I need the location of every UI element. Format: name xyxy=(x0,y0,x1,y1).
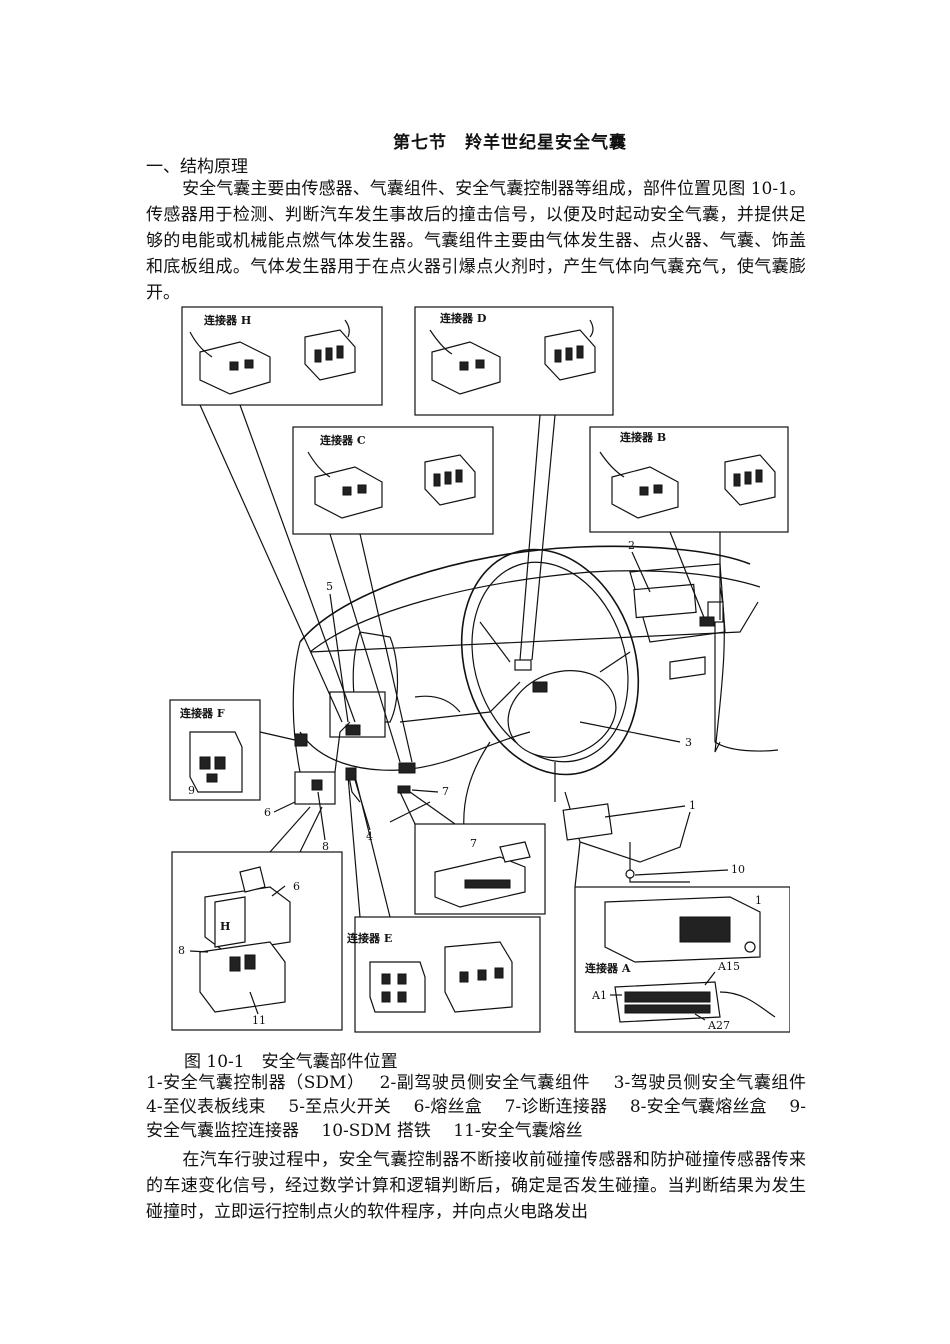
pin-label-a15: A15 xyxy=(717,960,740,973)
figure-caption: 图 10-1 安全气囊部件位置 xyxy=(184,1052,398,1072)
svg-text:H: H xyxy=(220,920,230,933)
diagnostic-connector-callout: 7 xyxy=(399,791,546,915)
callout-1b: 1 xyxy=(755,894,762,907)
callout-8: 8 xyxy=(322,840,329,853)
figure-legend: 1-安全气囊控制器（SDM） 2-副驾驶员侧安全气囊组件 3-驾驶员侧安全气囊组… xyxy=(146,1073,829,1141)
subsection-heading: 一、结构原理 xyxy=(146,157,248,177)
callout-2: 2 xyxy=(628,539,635,552)
connector-d-label: 连接器 D xyxy=(440,311,487,325)
paragraph-structure: 安全气囊主要由传感器、气囊组件、安全气囊控制器等组成，部件位置见图 10-1。传… xyxy=(146,176,806,306)
callout-1: 1 xyxy=(689,799,696,812)
pin-label-a27: A27 xyxy=(707,1019,730,1032)
callout-9: 9 xyxy=(188,784,195,797)
connector-h-callout: 连接器 H xyxy=(181,306,383,723)
connector-a-label: 连接器 A xyxy=(585,961,631,975)
airbag-component-diagram: 连接器 H 连接器 D xyxy=(160,302,791,1037)
connector-c-callout: 连接器 C xyxy=(292,426,494,763)
callout-6: 6 xyxy=(264,806,271,819)
callout-4: 4 xyxy=(366,830,373,843)
connector-h-label: 连接器 H xyxy=(204,313,251,327)
callout-11: 11 xyxy=(252,1014,266,1027)
main-callouts: 2 5 3 1 10 7 4 6 8 xyxy=(264,539,745,876)
sdm-connector-a-callout: 1 连接器 A A15 A1 A27 xyxy=(574,841,791,1033)
dashboard-drawing xyxy=(292,545,779,883)
section-title: 第七节 羚羊世纪星安全气囊 xyxy=(393,133,627,153)
pin-label-a1: A1 xyxy=(591,989,607,1002)
fuse-box-callout: H 6 8 11 xyxy=(171,806,343,1031)
callout-7: 7 xyxy=(442,785,449,798)
connector-b-label: 连接器 B xyxy=(620,430,666,444)
callout-5: 5 xyxy=(326,580,333,593)
paragraph-operation-text: 在汽车行驶过程中，安全气囊控制器不断接收前碰撞传感器和防护碰撞传感器传来的车速变… xyxy=(146,1150,806,1222)
callout-6b: 6 xyxy=(293,880,300,893)
connector-e-label: 连接器 E xyxy=(347,931,392,945)
callout-7b: 7 xyxy=(470,837,477,850)
connector-d-callout: 连接器 D xyxy=(414,306,614,661)
connector-e-callout: 连接器 E xyxy=(345,767,541,1033)
paragraph-structure-text: 安全气囊主要由传感器、气囊组件、安全气囊控制器等组成，部件位置见图 10-1。传… xyxy=(146,179,806,303)
callout-3: 3 xyxy=(685,736,692,749)
connector-c-label: 连接器 C xyxy=(320,433,366,447)
connector-f-label: 连接器 F xyxy=(180,706,225,720)
connector-f-callout: 连接器 F 9 xyxy=(169,699,308,801)
callout-10: 10 xyxy=(731,863,745,876)
connector-b-callout: 连接器 B xyxy=(589,426,789,627)
callout-8b: 8 xyxy=(178,944,185,957)
paragraph-operation: 在汽车行驶过程中，安全气囊控制器不断接收前碰撞传感器和防护碰撞传感器传来的车速变… xyxy=(146,1147,806,1225)
